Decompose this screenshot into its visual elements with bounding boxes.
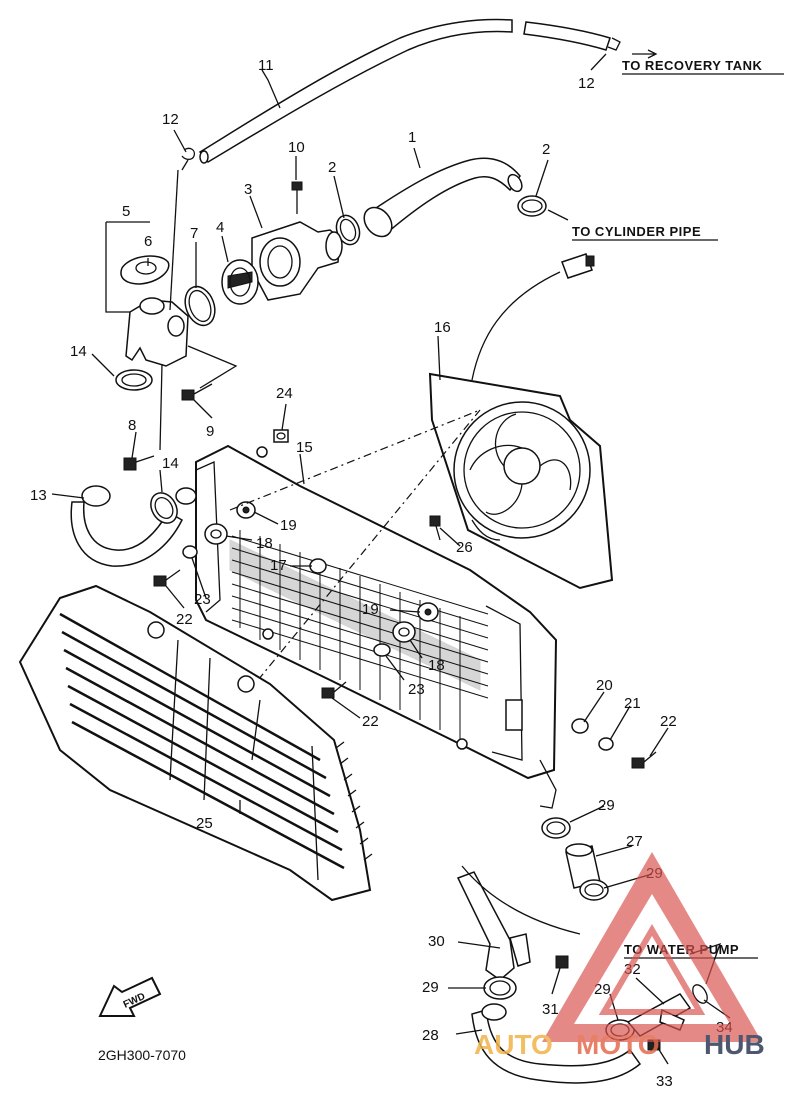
bolt-10 xyxy=(291,181,303,214)
bolt-26 xyxy=(429,515,441,541)
fan-shroud-16 xyxy=(428,372,614,590)
diagram-code: 2GH300-7070 xyxy=(98,1047,186,1063)
caption-recovery-tank: TO RECOVERY TANK xyxy=(622,58,763,73)
callout-17: 17 xyxy=(270,557,287,574)
fan-wire xyxy=(471,271,561,381)
callout-11: 11 xyxy=(258,57,274,74)
callout-numbers: 11 12 12 1 2 10 2 3 5 4 7 6 16 14 24 9 8… xyxy=(30,57,733,1090)
thermostat-4 xyxy=(221,259,259,305)
hose-clamp-29a xyxy=(541,817,571,839)
callout-18-lower: 18 xyxy=(428,657,445,674)
callout-23: 23 xyxy=(194,591,211,608)
nut-24 xyxy=(273,429,289,443)
pipe-27 xyxy=(565,843,601,889)
forward-arrow: FWD xyxy=(98,976,162,1017)
fan-connector xyxy=(561,253,595,279)
hose-clamp-2a xyxy=(335,214,361,246)
callout-27: 27 xyxy=(626,833,643,850)
callout-8: 8 xyxy=(128,417,136,434)
callout-24: 24 xyxy=(276,385,293,402)
callout-13: 13 xyxy=(30,487,47,504)
lower-hose-13 xyxy=(70,485,183,567)
grommet-19b xyxy=(417,602,439,622)
nut-17 xyxy=(309,558,327,574)
alignment-line-a xyxy=(229,409,481,511)
alignment-line-b xyxy=(257,409,481,681)
callout-12: 12 xyxy=(162,111,179,128)
bolt-31 xyxy=(555,955,569,969)
callout-6: 6 xyxy=(144,233,152,250)
collar-20 xyxy=(571,718,589,734)
callout-25: 25 xyxy=(196,815,213,832)
hose-clamp-2b xyxy=(517,195,547,217)
radiator-cap-6 xyxy=(120,255,170,285)
radiator-15 xyxy=(175,444,558,809)
recovery-clip-12 xyxy=(181,147,196,171)
bolt-22c xyxy=(631,751,657,769)
callout-22-right: 22 xyxy=(660,713,677,730)
radiator-cover-25 xyxy=(18,584,373,902)
caption-cylinder-pipe: TO CYLINDER PIPE xyxy=(572,224,701,239)
recovery-hose-11 xyxy=(198,18,621,164)
thermostat-housing-3 xyxy=(251,221,343,301)
callout-30: 30 xyxy=(428,933,445,950)
collar-18a xyxy=(204,523,228,545)
callout-10: 10 xyxy=(288,139,305,156)
bolt-22a xyxy=(153,569,181,587)
callout-33: 33 xyxy=(656,1073,673,1090)
o-ring-7 xyxy=(184,285,216,327)
callout-7: 7 xyxy=(190,225,198,242)
callout-20: 20 xyxy=(596,677,613,694)
bolt-22b xyxy=(321,681,347,699)
callout-29-top: 29 xyxy=(598,797,615,814)
grommet-21 xyxy=(598,737,614,751)
callout-18: 18 xyxy=(256,535,273,552)
bolt-9 xyxy=(181,383,213,401)
callout-14-lower: 14 xyxy=(162,455,179,472)
cylinder-hose-1 xyxy=(363,157,523,238)
callout-29-lower: 29 xyxy=(594,981,611,998)
callout-2: 2 xyxy=(328,159,336,176)
callout-5: 5 xyxy=(122,203,130,220)
callout-31: 31 xyxy=(542,1001,559,1018)
callout-22: 22 xyxy=(176,611,193,628)
callout-29-left: 29 xyxy=(422,979,439,996)
callout-9: 9 xyxy=(206,423,214,440)
callout-3: 3 xyxy=(244,181,252,198)
hose-28 xyxy=(471,1003,642,1084)
grommet-19a xyxy=(236,501,256,519)
callout-21: 21 xyxy=(624,695,641,712)
radiator-core xyxy=(229,530,489,740)
hose-clamp-14a xyxy=(115,369,153,391)
callout-22-mid: 22 xyxy=(362,713,379,730)
collar-18b xyxy=(392,621,416,643)
callout-19: 19 xyxy=(280,517,297,534)
callout-14: 14 xyxy=(70,343,87,360)
callout-4: 4 xyxy=(216,219,224,236)
filler-neck-5 xyxy=(125,297,189,367)
watermark-logo: AUTO MOTO HUB xyxy=(474,852,765,1060)
callout-12-top: 12 xyxy=(578,75,595,92)
hose-clamp-14b xyxy=(150,492,178,524)
callout-23-lower: 23 xyxy=(408,681,425,698)
callout-26: 26 xyxy=(456,539,473,556)
callout-19-lower: 19 xyxy=(362,601,379,618)
callout-2-right: 2 xyxy=(542,141,550,158)
hose-clamp-29c xyxy=(483,976,517,1000)
pipe-30 xyxy=(456,871,531,981)
callout-15: 15 xyxy=(296,439,313,456)
callout-1: 1 xyxy=(408,129,416,146)
bolt-8 xyxy=(123,455,155,471)
watermark-moto: MOTO xyxy=(576,1029,659,1060)
callout-28: 28 xyxy=(422,1027,439,1044)
watermark-hub: HUB xyxy=(704,1029,765,1060)
callout-16: 16 xyxy=(434,319,451,336)
hose-clamp-29b xyxy=(579,879,609,901)
watermark-auto: AUTO xyxy=(474,1029,553,1060)
washer-23b xyxy=(373,643,391,657)
o-ring-34 xyxy=(692,984,708,1004)
washer-23a xyxy=(182,545,198,559)
